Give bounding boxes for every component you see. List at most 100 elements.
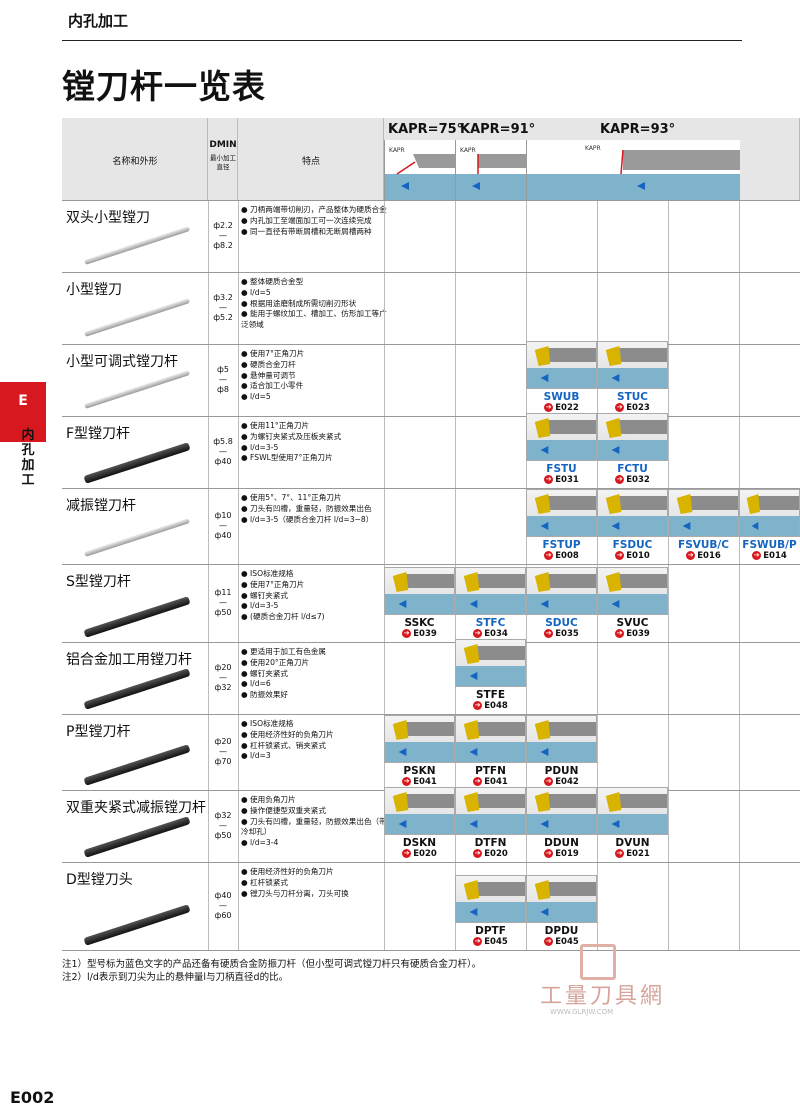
grid-line (739, 643, 740, 715)
tool-ref-page: E045 (484, 937, 508, 947)
tool-code[interactable]: DPTF (475, 925, 506, 937)
tool-ref[interactable]: ➔E023 (597, 403, 668, 413)
grid-line (238, 489, 239, 565)
tool-ref[interactable]: ➔E041 (384, 777, 455, 787)
tool-cell[interactable]: STFC➔E034 (455, 567, 526, 643)
tool-code[interactable]: SSKC (404, 617, 435, 629)
feature-item: 适合加工小零件 (241, 381, 387, 392)
tool-ref[interactable]: ➔E039 (597, 629, 668, 639)
tool-code[interactable]: FSTUP (542, 539, 581, 551)
header-kapr75: KAPR=75° (388, 122, 464, 137)
tool-code[interactable]: FSTU (546, 463, 577, 475)
tool-cell[interactable]: FSDUC➔E010 (597, 489, 668, 565)
tool-cell[interactable]: PTFN➔E041 (455, 715, 526, 791)
svg-text:KAPR: KAPR (585, 145, 601, 152)
tool-cell[interactable]: FSTU➔E031 (526, 413, 597, 489)
svg-text:KAPR: KAPR (389, 147, 405, 154)
tool-ref[interactable]: ➔E016 (668, 551, 739, 561)
side-tab[interactable]: E (0, 382, 46, 442)
tool-ref[interactable]: ➔E022 (526, 403, 597, 413)
tool-cell[interactable]: SDUC➔E035 (526, 567, 597, 643)
tool-ref[interactable]: ➔E014 (739, 551, 800, 561)
tool-ref[interactable]: ➔E039 (384, 629, 455, 639)
product-image (83, 518, 191, 557)
feature-item: 内孔加工至端面加工可一次连续完成 (241, 216, 387, 227)
tool-ref[interactable]: ➔E031 (526, 475, 597, 485)
row-features: 使用经济性好的负角刀片杠杆锁紧式镗刀头与刀杆分离，刀头可换 (241, 867, 387, 899)
tool-code[interactable]: DDUN (544, 837, 579, 849)
tool-cell[interactable]: DSKN➔E020 (384, 787, 455, 863)
tool-cell[interactable]: FCTU➔E032 (597, 413, 668, 489)
tool-cell[interactable]: DPTF➔E045 (455, 875, 526, 951)
table-row: S型镗刀杆ф11—ф50ISO标准规格使用7°正角刀片螺钉夹紧式l/d=3-5(… (62, 564, 800, 643)
tool-ref[interactable]: ➔E020 (384, 849, 455, 859)
tool-ref[interactable]: ➔E019 (526, 849, 597, 859)
tool-ref[interactable]: ➔E041 (455, 777, 526, 787)
tool-code[interactable]: DTFN (474, 837, 507, 849)
tool-ref[interactable]: ➔E021 (597, 849, 668, 859)
dmin-value: ф60 (214, 911, 232, 920)
tool-image (597, 567, 668, 615)
tool-code[interactable]: DPDU (544, 925, 579, 937)
tool-code[interactable]: DVUN (615, 837, 650, 849)
row-features: 使用负角刀片操作便捷型双重夹紧式刀头有凹槽，重量轻，防振效果出色（带冷却孔）l/… (241, 795, 387, 849)
tool-code[interactable]: DSKN (402, 837, 437, 849)
tool-ref[interactable]: ➔E010 (597, 551, 668, 561)
tool-code[interactable]: FSWUB/P (742, 539, 797, 551)
tool-cell[interactable]: DPDU➔E045 (526, 875, 597, 951)
tool-code[interactable]: STUC (617, 391, 648, 403)
grid-line (238, 791, 239, 863)
tool-cell[interactable]: PSKN➔E041 (384, 715, 455, 791)
feature-item: 杠杆锁紧式 (241, 878, 387, 889)
tool-image (455, 787, 526, 835)
tool-ref[interactable]: ➔E035 (526, 629, 597, 639)
tool-cell[interactable]: DVUN➔E021 (597, 787, 668, 863)
tool-cell[interactable]: SWUB➔E022 (526, 341, 597, 417)
grid-line (384, 417, 385, 489)
tool-image (526, 787, 597, 835)
tool-code[interactable]: PSKN (403, 765, 436, 777)
tool-ref[interactable]: ➔E034 (455, 629, 526, 639)
dmin-value: — (219, 901, 227, 910)
tool-cell[interactable]: STUC➔E023 (597, 341, 668, 417)
tool-ref[interactable]: ➔E042 (526, 777, 597, 787)
grid-line (668, 791, 669, 863)
tool-code[interactable]: FSVUB/C (678, 539, 729, 551)
dmin-value: ф20 (214, 737, 232, 746)
tool-code[interactable]: SVUC (616, 617, 649, 629)
tool-code[interactable]: STFC (475, 617, 506, 629)
grid-line (238, 863, 239, 951)
tool-ref[interactable]: ➔E048 (455, 701, 526, 711)
feature-item: 使用7°正角刀片 (241, 349, 387, 360)
tool-code[interactable]: FCTU (617, 463, 648, 475)
tool-cell[interactable]: PDUN➔E042 (526, 715, 597, 791)
tool-code[interactable]: PTFN (475, 765, 506, 777)
tool-cell[interactable]: STFE➔E048 (455, 639, 526, 715)
tool-image (739, 489, 800, 537)
dmin-value: — (219, 747, 227, 756)
tool-code[interactable]: PDUN (544, 765, 579, 777)
tool-cell[interactable]: DTFN➔E020 (455, 787, 526, 863)
tool-code[interactable]: SWUB (543, 391, 580, 403)
grid-line (384, 489, 385, 565)
feature-item: 使用经济性好的负角刀片 (241, 867, 387, 878)
tool-ref[interactable]: ➔E008 (526, 551, 597, 561)
tool-cell[interactable]: FSVUB/C➔E016 (668, 489, 739, 565)
tool-cell[interactable]: SVUC➔E039 (597, 567, 668, 643)
tool-cell[interactable]: DDUN➔E019 (526, 787, 597, 863)
tool-cell[interactable]: SSKC➔E039 (384, 567, 455, 643)
tool-ref[interactable]: ➔E045 (526, 937, 597, 947)
dmin-value: ф50 (214, 608, 232, 617)
tool-ref[interactable]: ➔E032 (597, 475, 668, 485)
table-row: D型镗刀头ф40—ф60使用经济性好的负角刀片杠杆锁紧式镗刀头与刀杆分离，刀头可… (62, 862, 800, 951)
grid-line (739, 791, 740, 863)
tool-cell[interactable]: FSWUB/P➔E014 (739, 489, 800, 565)
grid-line (739, 863, 740, 951)
tool-code[interactable]: STFE (475, 689, 506, 701)
tool-cell[interactable]: FSTUP➔E008 (526, 489, 597, 565)
tool-ref[interactable]: ➔E020 (455, 849, 526, 859)
feature-item: 杠杆锁紧式、销夹紧式 (241, 741, 387, 752)
tool-ref[interactable]: ➔E045 (455, 937, 526, 947)
tool-code[interactable]: FSDUC (612, 539, 653, 551)
tool-code[interactable]: SDUC (545, 617, 578, 629)
